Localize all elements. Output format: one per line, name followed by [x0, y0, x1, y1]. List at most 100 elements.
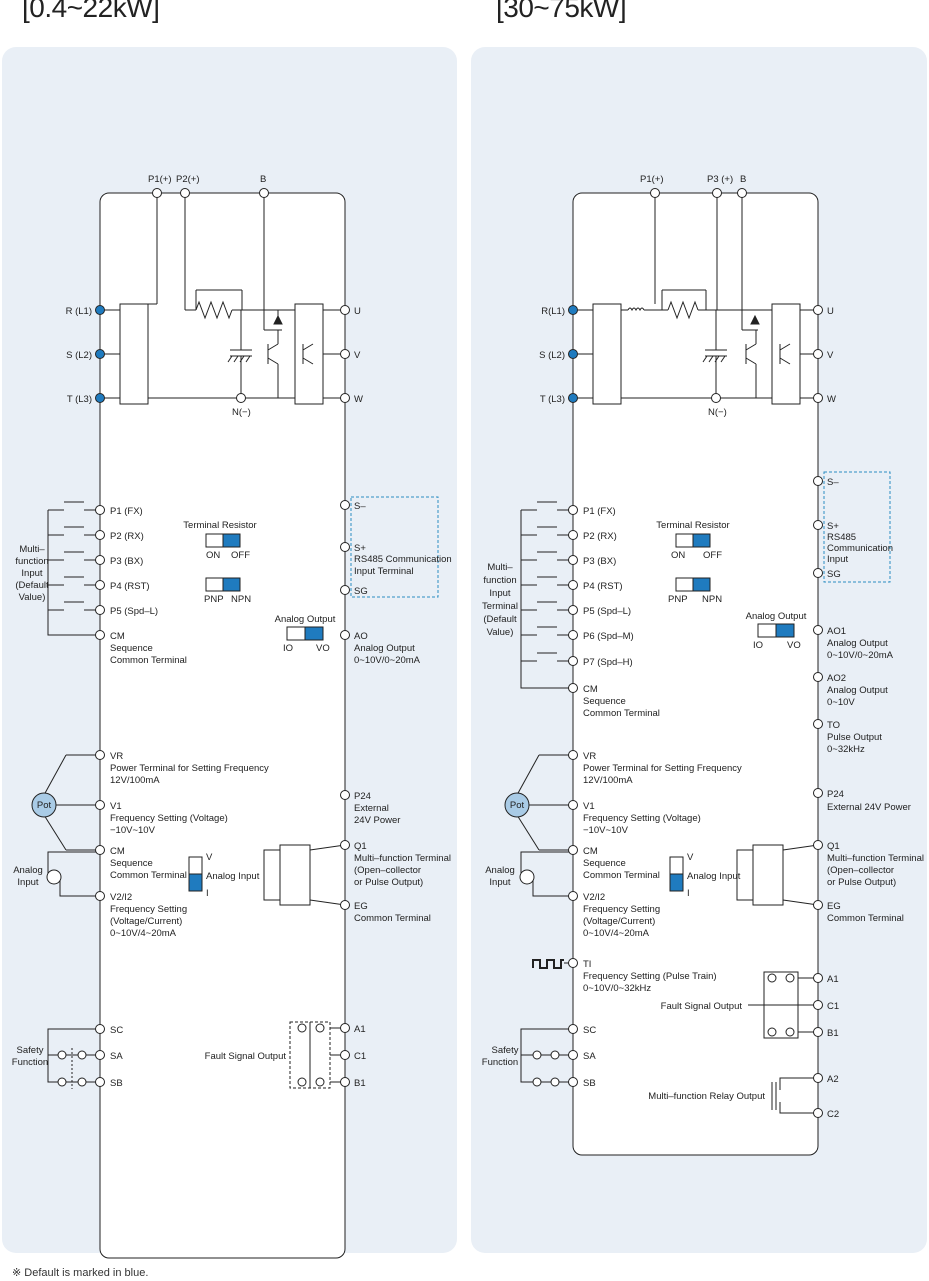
- left-multi-2: Input: [21, 568, 42, 579]
- left-v1-d2: −10V~10V: [110, 825, 156, 836]
- left-pot-icon: [31, 792, 57, 818]
- left-label-p1: P1(+): [148, 174, 172, 185]
- left-tr-off: OFF: [231, 550, 250, 561]
- right-label-s: S (L2): [539, 350, 565, 361]
- right-ao2-name: AO2: [827, 673, 846, 684]
- left-label-p2: P2(+): [176, 174, 200, 185]
- left-cm2-name: CM: [110, 846, 125, 857]
- right-vr-d2: 12V/100mA: [583, 775, 633, 786]
- right-multi-0: Multi–: [487, 562, 513, 573]
- left-label-in-p3: P3 (BX): [110, 556, 143, 567]
- right-multi-4: (Default: [483, 614, 517, 625]
- left-label-b: B: [260, 174, 266, 185]
- right-fault-label: Fault Signal Output: [661, 1001, 743, 1012]
- right-label-in-p5: P5 (Spd–L): [583, 606, 631, 617]
- right-p24-d1: External 24V Power: [827, 802, 911, 813]
- right-safety-l1: Safety: [492, 1045, 519, 1056]
- left-fault-c1: C1: [354, 1051, 366, 1062]
- left-p24-d1: External: [354, 803, 389, 814]
- right-multi-5: Value): [487, 627, 514, 638]
- right-label-t: T (L3): [540, 394, 565, 405]
- left-eg-d1: Common Terminal: [354, 913, 431, 924]
- right-safety-sc: SC: [583, 1025, 596, 1036]
- right-rs485-d2: Communication: [827, 543, 893, 554]
- right-cm2-name: CM: [583, 846, 598, 857]
- right-tr-off: OFF: [703, 550, 722, 561]
- left-tr-npn: NPN: [231, 594, 251, 605]
- right-tr-title: Terminal Resistor: [656, 520, 729, 531]
- right-rs485-sm: S–: [827, 477, 839, 488]
- left-q1-d1: Multi–function Terminal: [354, 853, 451, 864]
- right-relay-c2: C2: [827, 1109, 839, 1120]
- left-tr-title: Terminal Resistor: [183, 520, 256, 531]
- right-ao-sw-title: Analog Output: [746, 611, 807, 622]
- right-p24-name: P24: [827, 789, 844, 800]
- right-v2-d3: 0~10V/4~20mA: [583, 928, 650, 939]
- right-relay-a2: A2: [827, 1074, 839, 1085]
- right-v1-d1: Frequency Setting (Voltage): [583, 813, 701, 824]
- left-label-cm-d2: Common Terminal: [110, 655, 187, 666]
- left-terminals: [31, 188, 350, 1087]
- right-multi-1: function: [483, 575, 516, 586]
- right-v1-d2: −10V~10V: [583, 825, 629, 836]
- left-vi-label: Analog Input: [206, 871, 260, 882]
- right-analog-in-0: Analog: [485, 865, 515, 876]
- left-label-cm-d1: Sequence: [110, 643, 153, 654]
- left-ao-d2: 0~10V/0~20mA: [354, 655, 421, 666]
- right-q1-d1: Multi–function Terminal: [827, 853, 924, 864]
- left-fault-b1: B1: [354, 1078, 366, 1089]
- right-ti-d2: 0~10V/0~32kHz: [583, 983, 651, 994]
- left-vi-v: V: [206, 852, 213, 863]
- left-v2-name: V2/I2: [110, 892, 132, 903]
- right-q1-name: Q1: [827, 841, 840, 852]
- left-label-w: W: [354, 394, 363, 405]
- right-ti-name: TI: [583, 959, 591, 970]
- left-ao-sw-io: IO: [283, 643, 293, 654]
- left-label-in-p5: P5 (Spd–L): [110, 606, 158, 617]
- left-label-v: V: [354, 350, 361, 361]
- left-v2-d3: 0~10V/4~20mA: [110, 928, 177, 939]
- right-label-w: W: [827, 394, 836, 405]
- right-safety-l2: Function: [482, 1057, 518, 1068]
- right-label-v: V: [827, 350, 834, 361]
- right-labels: P1(+) P3 (+) B N(−) R(L1) S (L2) T (L3) …: [482, 174, 924, 1120]
- right-label-cm-d2: Common Terminal: [583, 708, 660, 719]
- right-analog-in-1: Input: [489, 877, 510, 888]
- right-rs485-d3: Input: [827, 554, 848, 565]
- right-current-source-icon: [519, 869, 535, 885]
- left-safety-l2: Function: [12, 1057, 48, 1068]
- right-rectifier: [592, 303, 622, 405]
- right-fault-a1: A1: [827, 974, 839, 985]
- left-ao-sw-vo: VO: [316, 643, 330, 654]
- right-label-b: B: [740, 174, 746, 185]
- right-label-cm-d1: Sequence: [583, 696, 626, 707]
- left-multi-0: Multi–: [19, 544, 45, 555]
- right-cm2-d1: Sequence: [583, 858, 626, 869]
- right-label-in-p3: P3 (BX): [583, 556, 616, 567]
- left-eg-name: EG: [354, 901, 368, 912]
- right-label-p1: P1(+): [640, 174, 664, 185]
- right-terminals: [504, 188, 823, 1118]
- right-input-switches: [521, 501, 573, 662]
- left-label-in-p2: P2 (RX): [110, 531, 144, 542]
- right-eg-d1: Common Terminal: [827, 913, 904, 924]
- left-rs485-sg: SG: [354, 586, 368, 597]
- left-rectifier: [119, 303, 149, 405]
- right-ao1-d2: 0~10V/0~20mA: [827, 650, 894, 661]
- left-tr-pnp: PNP: [204, 594, 224, 605]
- left-v1-name: V1: [110, 801, 122, 812]
- right-label-u: U: [827, 306, 834, 317]
- right-fault-b1: B1: [827, 1028, 839, 1039]
- right-to-name: TO: [827, 720, 840, 731]
- right-tr-pnp: PNP: [668, 594, 688, 605]
- right-v1-name: V1: [583, 801, 595, 812]
- left-ao-name: AO: [354, 631, 368, 642]
- right-label-p3: P3 (+): [707, 174, 733, 185]
- right-label-in-p6: P6 (Spd–M): [583, 631, 634, 642]
- left-label-n: N(−): [232, 407, 251, 418]
- left-title: [0.4~22kW]: [22, 0, 160, 23]
- left-labels: P1(+) P2(+) B N(−) R (L1) S (L2) T (L3) …: [12, 174, 452, 1089]
- right-switches: [669, 533, 795, 892]
- left-diagram: [43, 192, 439, 1259]
- left-safety-l1: Safety: [17, 1045, 44, 1056]
